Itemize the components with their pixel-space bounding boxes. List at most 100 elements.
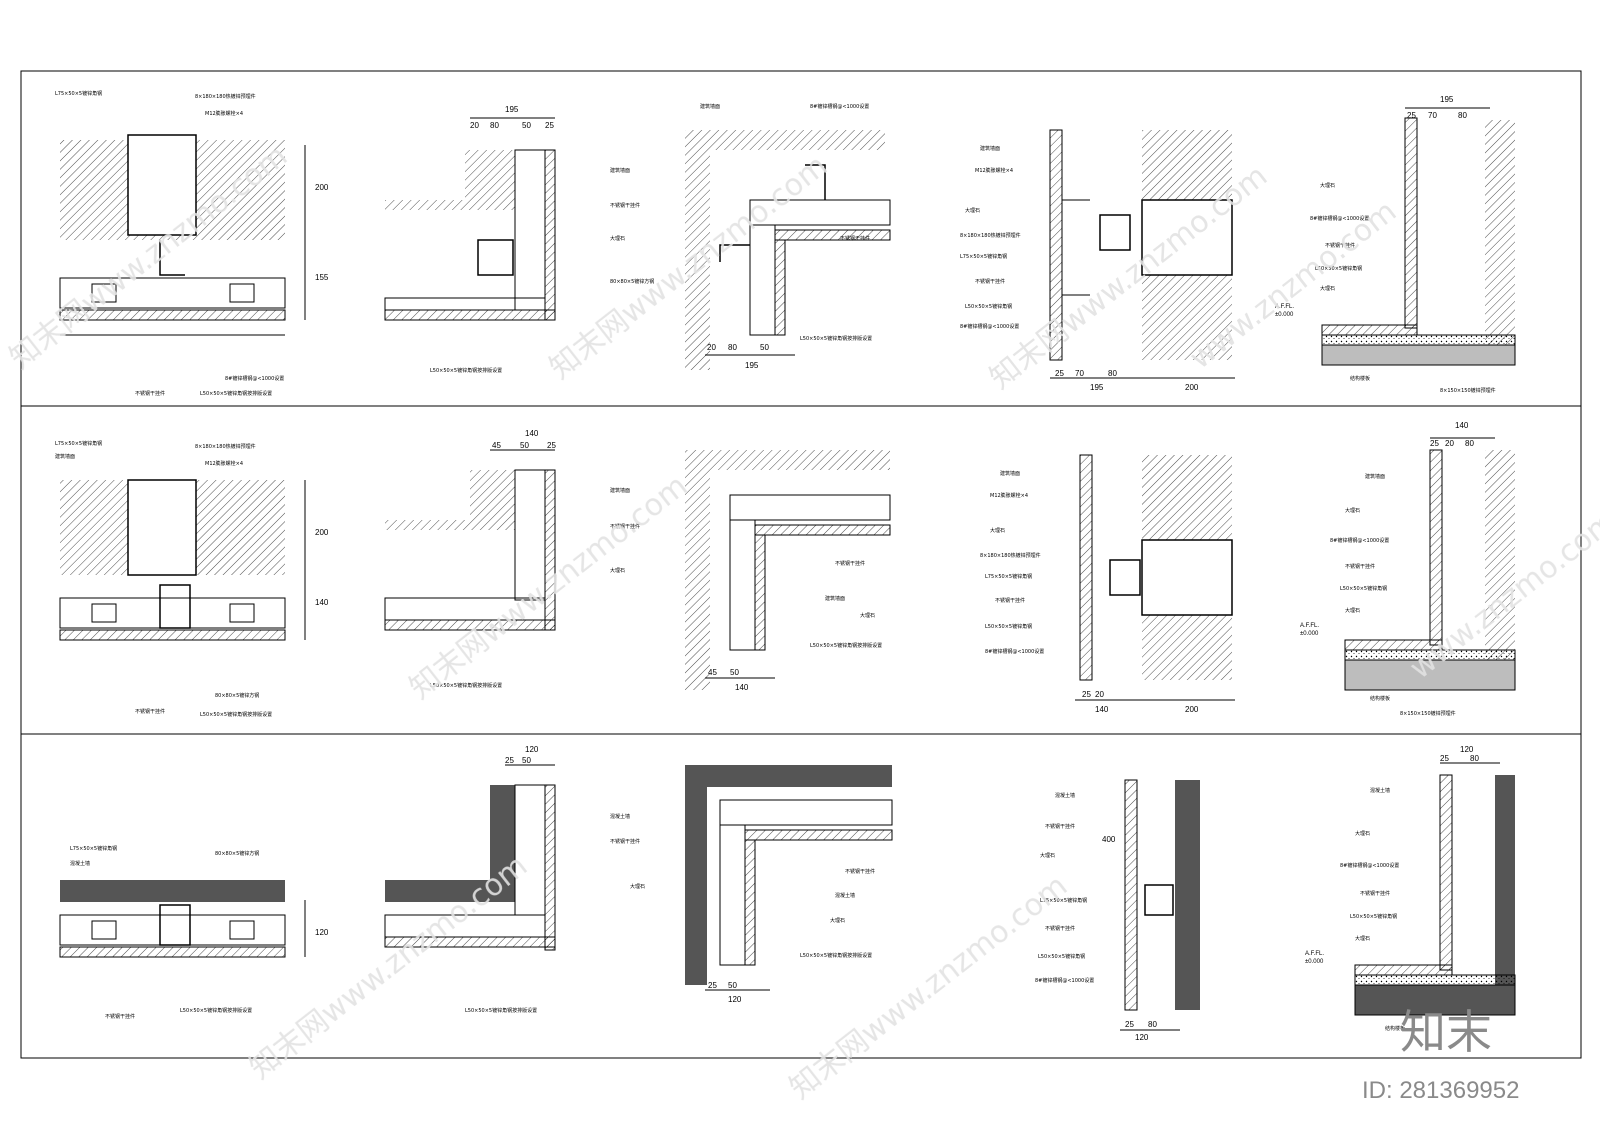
dim-195: 195: [1440, 95, 1454, 104]
detail-r1-corner-plan: 195 20 80 50 25 建筑墙面 不锈钢干挂件 大理石 80×80×5镀…: [384, 105, 654, 374]
label-channel: 8#镀锌槽钢@<1000设置: [225, 375, 284, 382]
label-clip: 不锈钢干挂件: [1360, 890, 1390, 897]
label-concrete: 混凝土墙: [70, 860, 90, 867]
label-angle-short: L50×50×5镀锌角钢: [965, 303, 1012, 310]
dim-45: 45: [492, 441, 501, 450]
label-spacing: L50×50×5镀锌角钢按排版设置: [810, 642, 882, 649]
brand-logo: 知末: [1400, 1005, 1492, 1059]
label-clip: 不锈钢干挂件: [1345, 563, 1375, 570]
label-stone: 大理石: [1040, 852, 1055, 859]
dim-25: 25: [545, 121, 554, 130]
label-stone: 大理石: [610, 235, 625, 242]
afl-value: ±0.000: [1300, 631, 1319, 637]
label-clip: 不锈钢干挂件: [105, 1013, 135, 1020]
afl-value: ±0.000: [1305, 959, 1324, 965]
dim-25: 25: [547, 441, 556, 450]
label-stone: 大理石: [1345, 607, 1360, 614]
label-clip: 不锈钢干挂件: [840, 235, 870, 242]
label-channel: 8#镀锌槽钢@<1000设置: [810, 103, 869, 110]
detail-r2-corner-plan: 140 45 50 25 建筑墙面 不锈钢干挂件 大理石 L50×50×5镀锌角…: [384, 429, 640, 689]
label-clip: 不锈钢干挂件: [135, 708, 165, 715]
afl-label: A.F.FL.: [1300, 623, 1319, 629]
label-channel: 8#镀锌槽钢@<1000设置: [1340, 862, 1399, 869]
label-angle-short: L50×50×5镀锌角钢: [1340, 585, 1387, 592]
sheet-frame: [20, 70, 1582, 1059]
dim-195: 195: [505, 105, 519, 114]
label-embed: 8×180×180热镀锌预埋件: [195, 93, 256, 100]
dim-25: 25: [1430, 439, 1439, 448]
label-embed: 8×180×180热镀锌预埋件: [960, 232, 1021, 239]
watermark-8: 知末网www.znzmo.com: [783, 868, 1074, 1106]
label-clip: 不锈钢干挂件: [135, 390, 165, 397]
dim-25: 25: [708, 981, 717, 990]
label-stone: 大理石: [610, 567, 625, 574]
label-embed: 8×180×180热镀锌预埋件: [195, 443, 256, 450]
dim-20: 20: [1095, 690, 1104, 699]
dim-20: 20: [707, 343, 716, 352]
label-stone: 大理石: [1355, 935, 1370, 942]
label-stone: 大理石: [1355, 830, 1370, 837]
label-spacing: L50×50×5镀锌角钢按排版设置: [200, 390, 272, 397]
dim-50: 50: [520, 441, 529, 450]
label-clip: 不锈钢干挂件: [835, 560, 865, 567]
label-tube: 80×80×5镀锌方钢: [215, 692, 259, 699]
dim-400: 400: [1102, 835, 1116, 844]
label-tube: 80×80×5镀锌方钢: [610, 278, 654, 285]
dim-50: 50: [730, 668, 739, 677]
label-concrete: 混凝土墙: [1370, 787, 1390, 794]
label-stone: 大理石: [965, 207, 980, 214]
dim-80: 80: [728, 343, 737, 352]
detail-r3-column-plan: L75×50×5镀锌角钢 混凝土墙 80×80×5镀锌方钢 不锈钢干挂件 L50…: [59, 845, 329, 1020]
detail-r1-corner-outer: 20 80 50 195 建筑墙面 8#镀锌槽钢@<1000设置 不锈钢干挂件 …: [685, 103, 891, 370]
label-wall: 建筑墙面: [55, 453, 75, 460]
label-spacing: L50×50×5镀锌角钢按排版设置: [430, 367, 502, 374]
detail-r3-corner-plan: 120 25 50 混凝土墙 不锈钢干挂件 大理石 L50×50×5镀锌角钢按排…: [384, 745, 645, 1014]
dim-50: 50: [728, 981, 737, 990]
dim-70: 70: [1075, 369, 1084, 378]
dim-200: 200: [1185, 705, 1199, 714]
label-spacing: L50×50×5镀锌角钢按排版设置: [800, 952, 872, 959]
dim-140: 140: [1455, 421, 1469, 430]
label-clip: 不锈钢干挂件: [845, 868, 875, 875]
label-channel: 8#镀锌槽钢@<1000设置: [1310, 215, 1369, 222]
dim-50: 50: [760, 343, 769, 352]
label-angle-short: L50×50×5镀锌角钢: [1350, 913, 1397, 920]
label-embed-small: 8×150×150镀锌预埋件: [1400, 710, 1456, 717]
label-angle: L75×50×5镀锌角钢: [960, 253, 1007, 260]
dim-70: 70: [1428, 111, 1437, 120]
label-wall: 建筑墙面: [610, 487, 630, 494]
dim-120: 120: [1135, 1033, 1149, 1042]
label-wall: 建筑墙面: [825, 595, 845, 602]
label-clip: 不锈钢干挂件: [610, 838, 640, 845]
detail-r2-section: 25 20 140 200 建筑墙面 M12膨胀螺栓×4 大理石 8×180×1…: [980, 454, 1235, 714]
label-clip: 不锈钢干挂件: [1045, 823, 1075, 830]
dim-195: 195: [1090, 383, 1104, 392]
detail-r1-section: 25 70 80 195 200 建筑墙面 M12膨胀螺栓×4 大理石 8×18…: [960, 129, 1235, 392]
label-wall: 建筑墙面: [1000, 470, 1020, 477]
dim-155: 155: [315, 273, 329, 282]
dim-25: 25: [1125, 1020, 1134, 1029]
label-stone: 大理石: [990, 527, 1005, 534]
image-id: ID: 281369952: [1362, 1077, 1519, 1104]
dim-200: 200: [1185, 383, 1199, 392]
label-angle-short: L50×50×5镀锌角钢: [1038, 953, 1085, 960]
detail-r3-corner-outer: 25 50 120 不锈钢干挂件 混凝土墙 大理石 L50×50×5镀锌角钢按排…: [685, 765, 893, 1004]
label-angle: L75×50×5镀锌角钢: [55, 90, 102, 97]
label-stone: 大理石: [1320, 182, 1335, 189]
dim-45: 45: [708, 668, 717, 677]
label-wall: 建筑墙面: [980, 145, 1000, 152]
afl-value: ±0.000: [1275, 312, 1294, 318]
label-spacing: L50×50×5镀锌角钢按排版设置: [800, 335, 872, 342]
label-clip: 不锈钢干挂件: [1325, 242, 1355, 249]
dim-120: 120: [728, 995, 742, 1004]
dim-140: 140: [525, 429, 539, 438]
dim-25: 25: [1440, 754, 1449, 763]
dim-120: 120: [525, 745, 539, 754]
dim-80: 80: [1465, 439, 1474, 448]
label-angle-short: L50×50×5镀锌角钢: [1315, 265, 1362, 272]
label-concrete: 混凝土墙: [610, 813, 630, 820]
label-stone: 大理石: [1320, 285, 1335, 292]
dim-140: 140: [315, 598, 329, 607]
dim-120: 120: [1460, 745, 1474, 754]
